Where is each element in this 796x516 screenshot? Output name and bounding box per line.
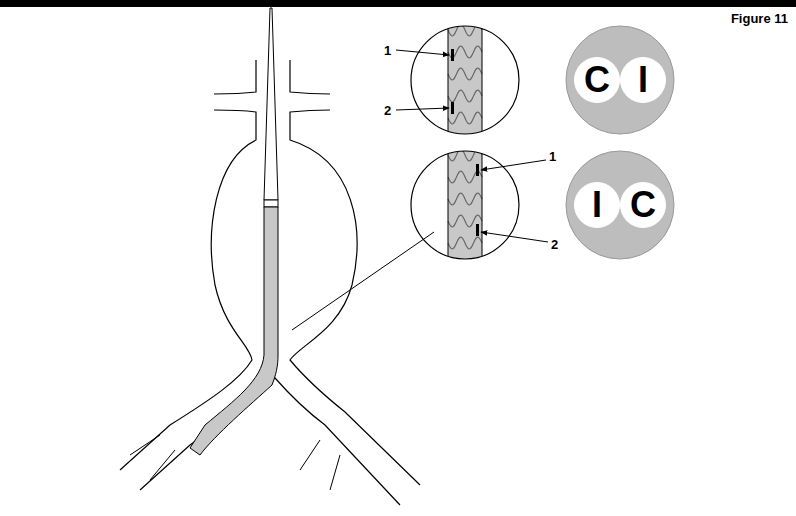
stent-ring xyxy=(448,90,482,102)
stent-ring xyxy=(448,237,482,249)
orientation-disc xyxy=(566,151,674,259)
callout-arrow xyxy=(396,50,449,55)
catheter xyxy=(264,8,278,200)
zoom-leader xyxy=(292,232,434,330)
orientation-letter-disc: C xyxy=(574,57,620,103)
iliac-branches xyxy=(130,435,340,490)
aorta xyxy=(120,60,420,505)
orientation-letter-disc: C xyxy=(620,182,666,228)
orientation-letter-disc: I xyxy=(620,57,666,103)
orientation-disc xyxy=(566,26,674,134)
radiopaque-marker xyxy=(476,164,479,176)
stent-ring xyxy=(448,68,482,80)
zoom-circle xyxy=(411,151,519,259)
radiopaque-marker xyxy=(451,102,454,114)
callout-arrow xyxy=(481,232,548,242)
callout-number: 2 xyxy=(551,238,558,251)
stent-graft xyxy=(190,207,278,455)
callout-number: 1 xyxy=(549,150,556,163)
graft-marker xyxy=(264,200,278,207)
radiopaque-marker xyxy=(476,224,479,236)
callout-number: 2 xyxy=(384,104,391,117)
orientation-letter: C xyxy=(630,187,656,223)
radiopaque-marker xyxy=(451,49,454,61)
orientation-letter: I xyxy=(638,62,648,98)
zoom-circle xyxy=(411,26,519,134)
callout-arrow xyxy=(481,160,546,170)
orientation-letter: C xyxy=(584,62,610,98)
callout-number: 1 xyxy=(384,44,391,57)
orientation-letter: I xyxy=(592,187,602,223)
orientation-letter-disc: I xyxy=(574,182,620,228)
stent-ring xyxy=(448,193,482,205)
callout-arrow xyxy=(396,108,449,110)
figure-title: Figure 11 xyxy=(731,11,788,26)
header-bar xyxy=(0,0,796,7)
